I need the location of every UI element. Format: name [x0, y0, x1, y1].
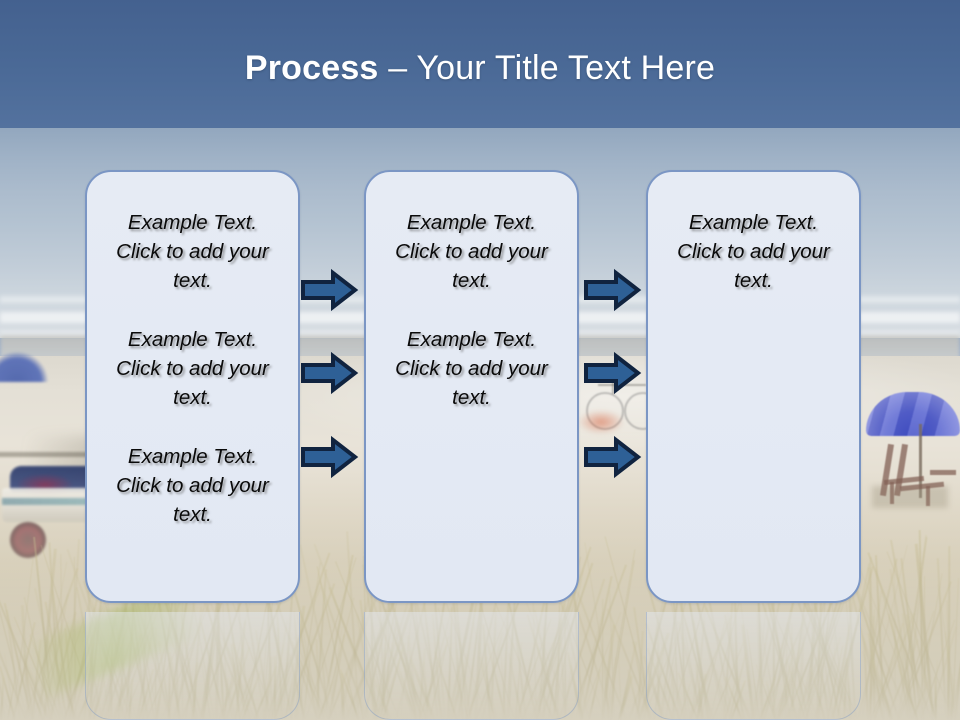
- page-title: Process – Your Title Text Here: [0, 46, 960, 90]
- right-arrow-icon[interactable]: [300, 435, 359, 479]
- right-arrow-icon[interactable]: [300, 268, 359, 312]
- process-step-3-body: Example Text. Click to add your text.: [658, 208, 849, 295]
- right-arrow-icon[interactable]: [583, 268, 642, 312]
- right-arrow-icon[interactable]: [583, 351, 642, 395]
- process-step-2-panel[interactable]: Example Text. Click to add your text. Ex…: [364, 170, 579, 603]
- process-step-3-text-1[interactable]: Example Text. Click to add your text.: [677, 211, 830, 292]
- process-step-1-panel[interactable]: Example Text. Click to add your text. Ex…: [85, 170, 300, 603]
- page-title-bold: Process: [244, 49, 379, 87]
- process-step-1-text-2[interactable]: Example Text. Click to add your text.: [116, 328, 269, 409]
- process-step-1-text-3[interactable]: Example Text. Click to add your text.: [116, 445, 269, 526]
- process-step-1-body: Example Text. Click to add your text. Ex…: [97, 208, 288, 529]
- right-arrow-icon[interactable]: [583, 435, 642, 479]
- process-step-3-panel[interactable]: Example Text. Click to add your text.: [646, 170, 861, 603]
- side-table: [930, 470, 956, 475]
- umbrella-pole: [919, 424, 922, 498]
- process-step-2-body: Example Text. Click to add your text. Ex…: [376, 208, 567, 412]
- trailer-wheel: [10, 522, 46, 558]
- beach-chair-leg-a: [890, 482, 894, 504]
- process-step-2-text-2[interactable]: Example Text. Click to add your text.: [395, 328, 548, 409]
- beach-towel: [578, 410, 624, 434]
- dune-grass: [0, 470, 960, 720]
- beach-chair-leg-b: [926, 486, 930, 506]
- page-title-rest: – Your Title Text Here: [378, 49, 716, 87]
- right-arrow-icon[interactable]: [300, 351, 359, 395]
- process-step-1-text-1[interactable]: Example Text. Click to add your text.: [116, 211, 269, 292]
- process-step-2-text-1[interactable]: Example Text. Click to add your text.: [395, 211, 548, 292]
